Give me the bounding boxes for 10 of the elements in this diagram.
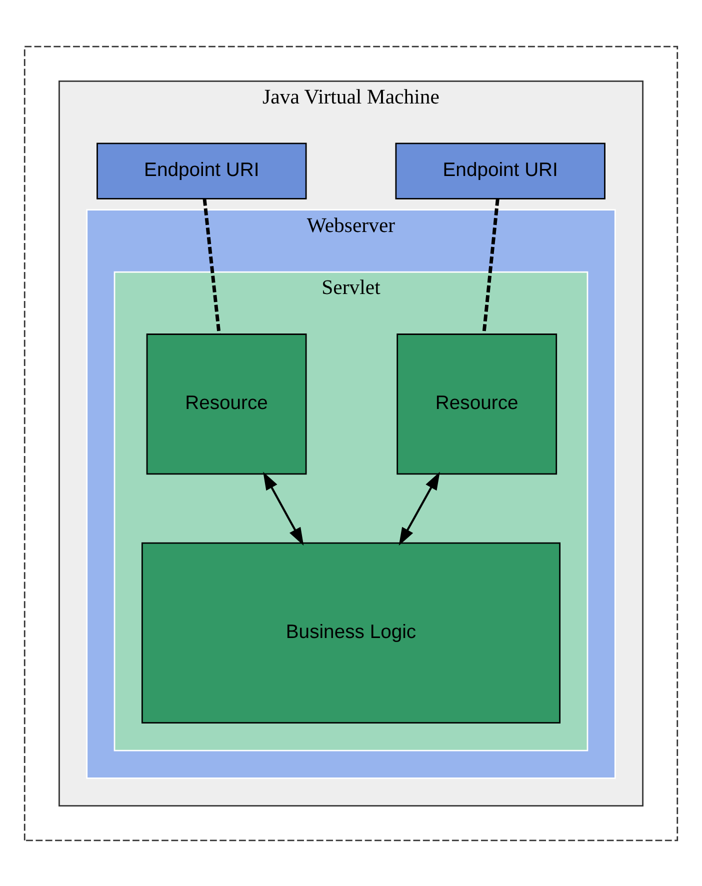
cluster (24, 45, 678, 841)
node-box: Endpoint URI (96, 142, 307, 199)
connector (482, 198, 500, 334)
node-box: Business Logic (141, 542, 561, 724)
arrow (398, 471, 440, 546)
node-box: Resource (396, 333, 558, 474)
arrow (263, 471, 304, 546)
node-box: Endpoint URI (395, 142, 606, 199)
connector (202, 198, 221, 334)
node-box: Resource (146, 333, 307, 474)
